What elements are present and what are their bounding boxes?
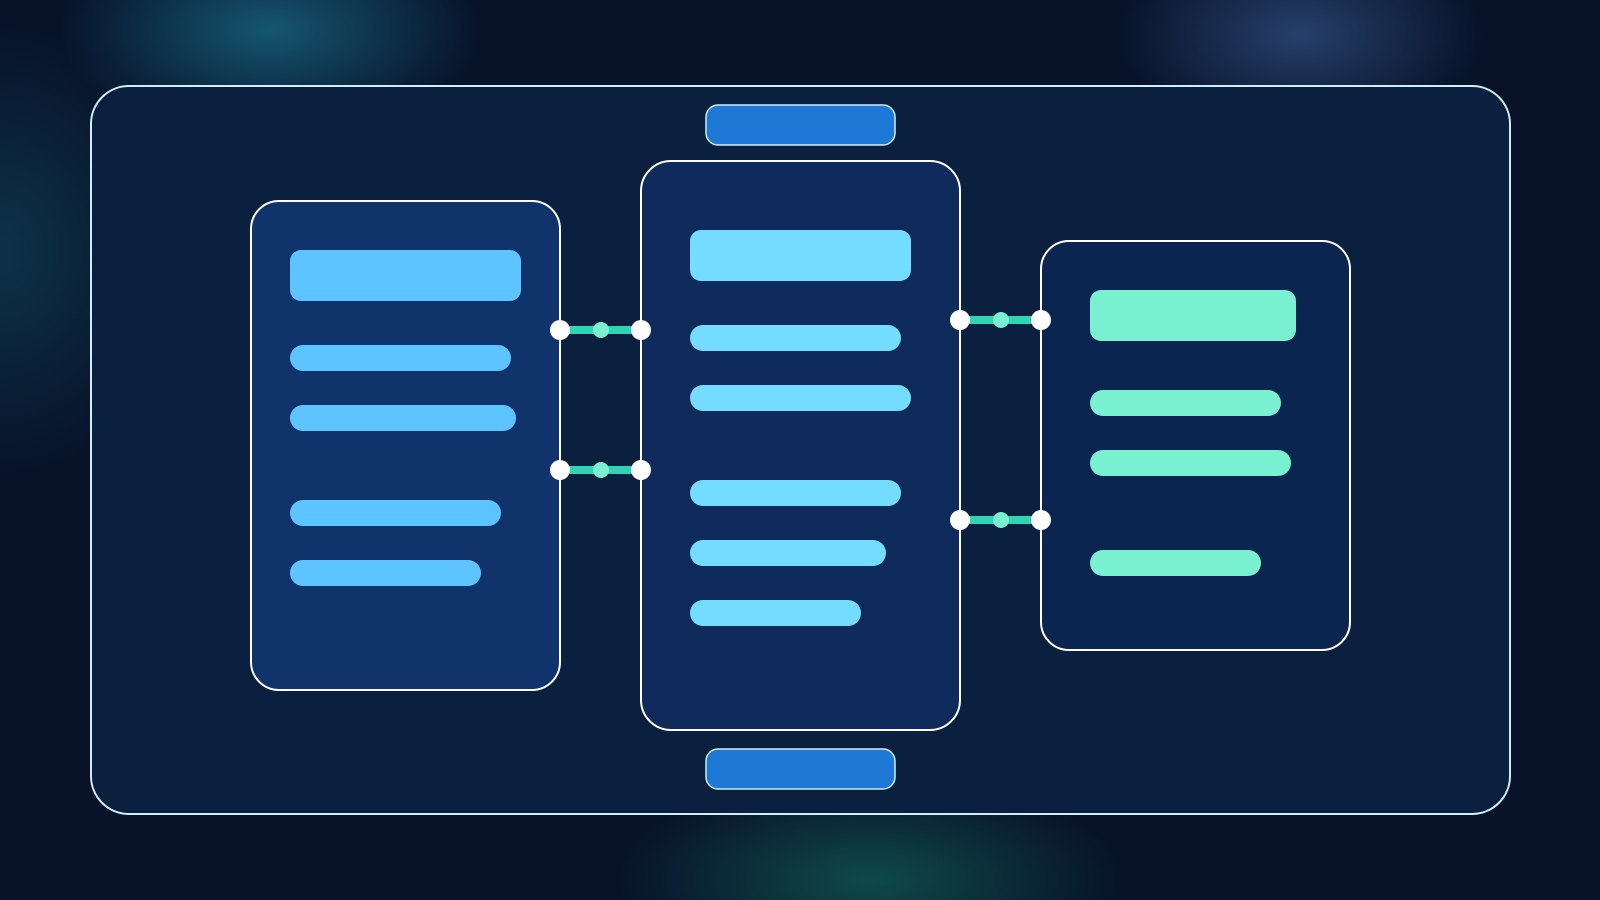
bottom-tab: [705, 748, 896, 790]
panel-center-line-bar: [690, 385, 911, 411]
connector-center-right-top: [950, 310, 1051, 330]
panel-center-title-bar: [690, 230, 911, 281]
connector-left-center-top: [550, 320, 651, 340]
connector-left-center-bottom: [550, 460, 651, 480]
panel-center-line-bar: [690, 480, 901, 506]
panel-left-line-bar: [290, 345, 511, 371]
panel-center: [640, 160, 961, 731]
connector-end-dot: [950, 310, 970, 330]
connector-end-dot: [550, 320, 570, 340]
connector-end-dot: [1031, 510, 1051, 530]
connector-mid-dot: [593, 462, 609, 478]
connector-end-dot: [950, 510, 970, 530]
panel-right-line-bar: [1090, 450, 1291, 476]
panel-center-line-bar: [690, 540, 886, 566]
top-tab: [705, 104, 896, 146]
connector-end-dot: [631, 320, 651, 340]
connector-center-right-bottom: [950, 510, 1051, 530]
connector-mid-dot: [993, 512, 1009, 528]
panel-left-line-bar: [290, 500, 501, 526]
connector-mid-dot: [993, 312, 1009, 328]
panel-left-line-bar: [290, 405, 516, 431]
panel-right-card: [1040, 240, 1351, 651]
panel-right-line-bar: [1090, 390, 1281, 416]
panel-center-line-bar: [690, 600, 861, 626]
panel-left-title-bar: [290, 250, 521, 301]
panel-center-card: [640, 160, 961, 731]
panel-right: [1040, 240, 1351, 651]
panel-left: [250, 200, 561, 691]
panel-right-title-bar: [1090, 290, 1296, 341]
panel-center-line-bar: [690, 325, 901, 351]
connector-end-dot: [550, 460, 570, 480]
panel-right-line-bar: [1090, 550, 1261, 576]
connector-end-dot: [631, 460, 651, 480]
connector-end-dot: [1031, 310, 1051, 330]
connector-mid-dot: [593, 322, 609, 338]
panel-left-line-bar: [290, 560, 481, 586]
